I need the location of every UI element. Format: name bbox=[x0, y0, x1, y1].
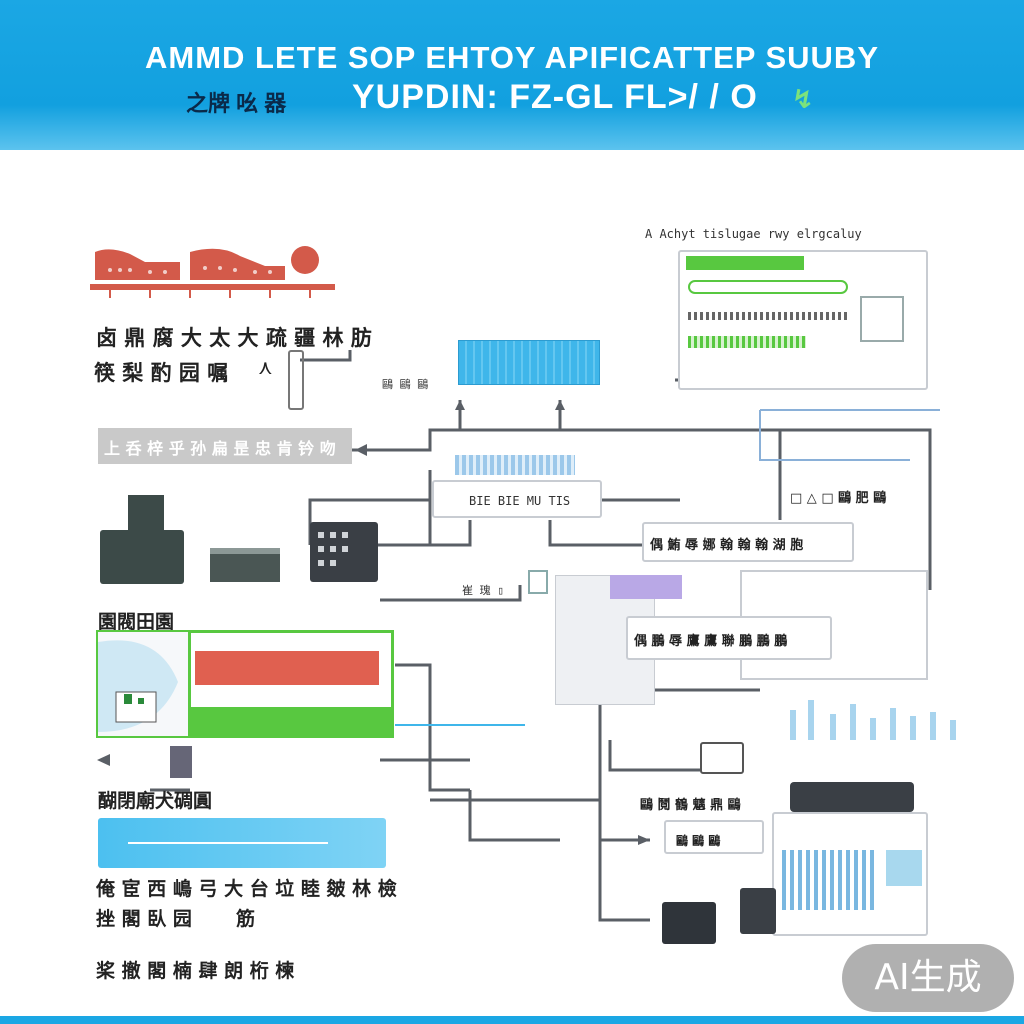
server-icon bbox=[662, 902, 716, 944]
device-screen bbox=[782, 850, 878, 910]
dashboard-panel bbox=[678, 250, 928, 390]
center-box-text: BIE BIE MU TIS bbox=[469, 494, 571, 508]
blue-band bbox=[98, 818, 386, 868]
grey-band-text: 上 呑 梓 乎 孙 扁 昰 忠 肯 钤 吻 bbox=[104, 439, 336, 458]
right-box-3: 鷗 鷗 鷗 bbox=[664, 820, 764, 854]
title-line-2-cjk: 之牌 吆 器 bbox=[186, 91, 287, 116]
printer-icon bbox=[790, 782, 914, 812]
dashboard-green-row bbox=[688, 336, 806, 348]
device-side-icon bbox=[886, 850, 922, 886]
left-text-1: 卤 鼎 腐 大 太 大 疏 疆 林 肪 bbox=[96, 326, 372, 350]
bottom-text-1: 俺 宦 西 嶋 弓 大 台 垃 睦 皴 林 檢 bbox=[96, 878, 397, 900]
monitor-icon bbox=[700, 742, 744, 774]
right-box-text-2: 偶 鵬 辱 鷹 鷹 聯 鵬 鵬 鵬 bbox=[634, 634, 788, 649]
right-box-2: 偶 鵬 辱 鷹 鷹 聯 鵬 鵬 鵬 bbox=[626, 616, 832, 660]
ai-watermark: AI生成 bbox=[842, 944, 1014, 1012]
dashboard-chart-icon bbox=[860, 296, 904, 342]
tower-icon bbox=[288, 350, 304, 410]
center-box: BIE BIE MU TIS bbox=[432, 480, 602, 518]
blue-module-bar bbox=[458, 340, 600, 385]
title-line-1: AMMD LETE SOP EHTOY APIFICATTEP SUUBY bbox=[144, 40, 879, 75]
right-box-text-small: 鷗 鷗 鷗 bbox=[676, 834, 721, 848]
map-panel bbox=[96, 630, 192, 738]
title-mark-icon: ↯ bbox=[792, 84, 814, 114]
bar-chart-graphic bbox=[760, 690, 970, 742]
title-line-2: YUPDIN: FZ-GL FL>/ / O bbox=[352, 78, 758, 116]
center-small-label: 鷗 鷗 鷗 bbox=[382, 378, 429, 391]
machine-top-icon bbox=[128, 495, 164, 530]
dashboard-header bbox=[686, 256, 804, 270]
left-text-2: 筷 梨 酌 园 嘱 bbox=[94, 361, 229, 385]
progress-red-bar bbox=[195, 651, 379, 685]
machine-icon bbox=[100, 530, 184, 584]
right-box-text-4: □ △ □ 鷗 肥 鷗 bbox=[790, 491, 887, 506]
left-section-title: 園閥田園 bbox=[98, 611, 175, 633]
dashboard-toggle bbox=[688, 280, 848, 294]
device-panel bbox=[772, 812, 928, 936]
right-box-1: 偶 鮪 辱 娜 翰 翰 翰 湖 胞 bbox=[642, 522, 854, 562]
dashboard-row bbox=[688, 312, 848, 320]
bottom-text-2b: 筋 bbox=[236, 908, 256, 930]
connector-box-icon bbox=[528, 570, 548, 594]
top-right-caption: A Achyt tislugae rwy elrgcaluy bbox=[645, 227, 862, 241]
bottom-text-3: 桨 撤 閣 楠 肆 朗 桁 楝 bbox=[96, 960, 295, 982]
control-panel-icon bbox=[310, 522, 378, 582]
conveyor-icon bbox=[210, 548, 280, 582]
valve-icon bbox=[170, 746, 192, 778]
bottom-text-2: 挫 閣 臥 园 bbox=[96, 908, 192, 930]
grey-band: 上 呑 梓 乎 孙 扁 昰 忠 肯 钤 吻 bbox=[98, 428, 352, 464]
left-arrow-icon: ⋏ bbox=[258, 355, 273, 379]
bottom-strip bbox=[0, 1016, 1024, 1024]
progress-green-bar bbox=[191, 707, 391, 735]
left-section-title-2: 醐閉廟犬碉圓 bbox=[98, 790, 213, 812]
rack-header bbox=[610, 575, 682, 599]
factory-illustration bbox=[90, 240, 335, 302]
header-banner: AMMD LETE SOP EHTOY APIFICATTEP SUUBY 之牌… bbox=[0, 0, 1024, 150]
mid-caption: 崔 瑰 ▯ bbox=[462, 584, 504, 597]
right-box-text-1: 偶 鮪 辱 娜 翰 翰 翰 湖 胞 bbox=[650, 538, 804, 553]
progress-panel bbox=[188, 630, 394, 738]
right-box-text-3: 鷗 鬩 鶴 魑 鼎 鷗 bbox=[640, 798, 741, 813]
bus-icon bbox=[455, 455, 575, 475]
unit-icon bbox=[740, 888, 776, 934]
blue-band-line bbox=[128, 842, 328, 844]
